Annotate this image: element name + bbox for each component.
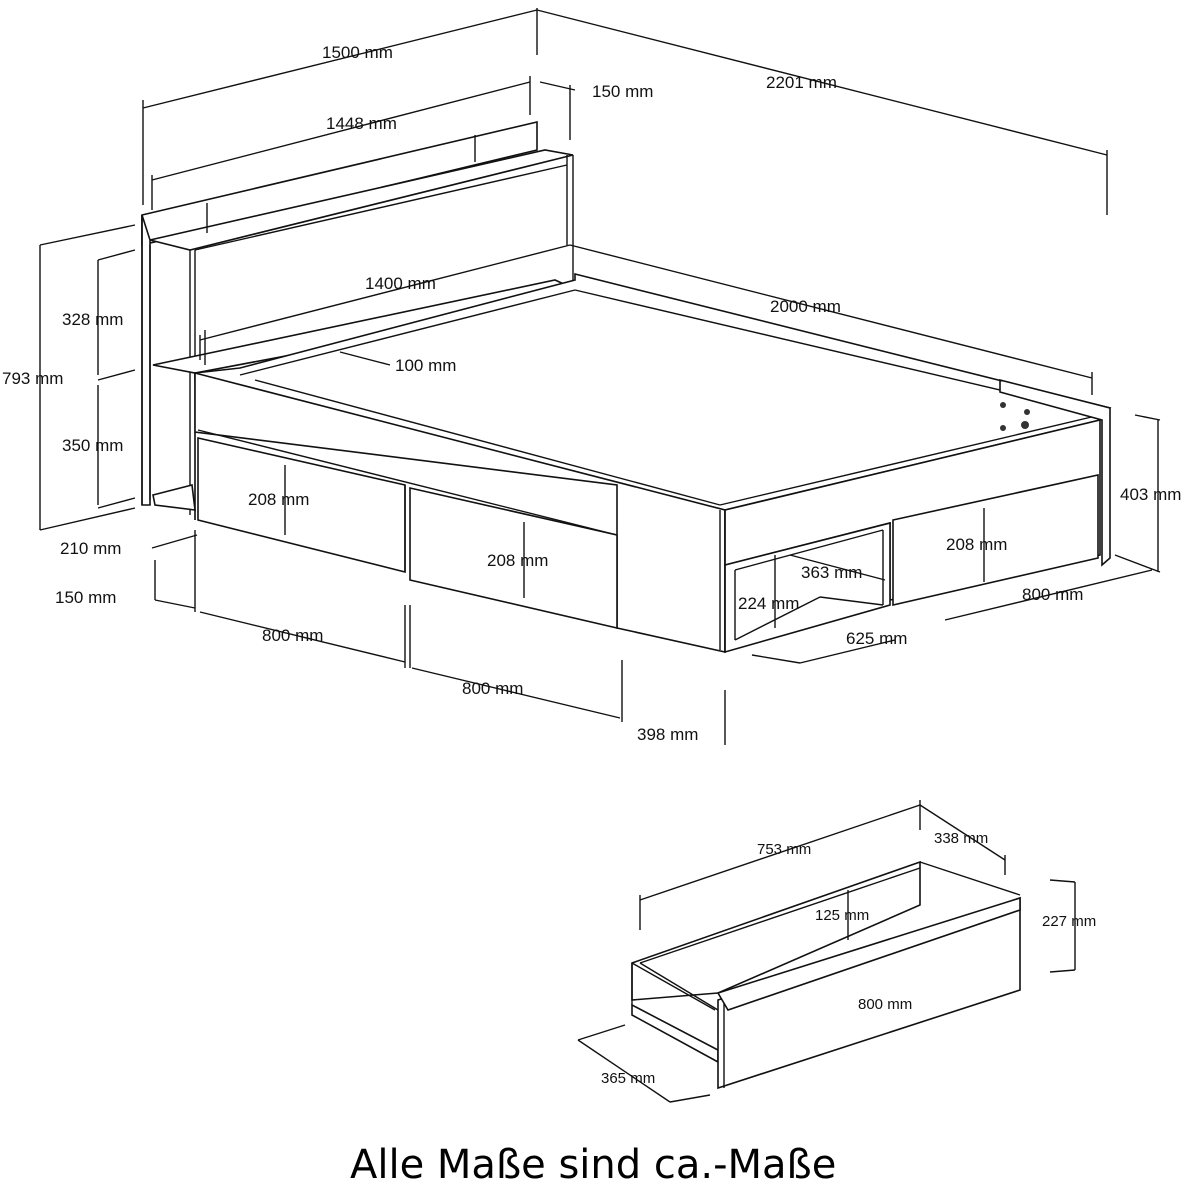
dim-inner-width: 1400 mm	[365, 274, 436, 293]
dim-drawer-height-side: 208 mm	[946, 535, 1007, 554]
headboard-bottom-shelf	[152, 483, 196, 511]
dim-total-height: 793 mm	[2, 369, 63, 388]
drawer-bottom-rail	[631, 1003, 719, 1064]
bed-illustration	[141, 120, 1112, 654]
dim-drawer-inner-height: 125 mm	[815, 907, 869, 924]
caption-approximate-dimensions: Alle Maße sind ca.-Maße	[350, 1142, 836, 1188]
drawer-dimension-labels: 753 mm 338 mm 125 mm 227 mm 800 mm 365 m…	[601, 830, 1096, 1087]
dim-upper-shelf-gap: 328 mm	[62, 310, 123, 329]
headboard-back-panel	[141, 120, 538, 247]
dim-side-offset: 210 mm	[60, 539, 121, 558]
dim-total-length: 2201 mm	[766, 73, 837, 92]
dim-overall-width: 1500 mm	[322, 43, 393, 62]
drawer-illustration	[631, 860, 1021, 1090]
dim-drawer-width-middle: 800 mm	[462, 679, 523, 698]
foot-drawer	[892, 474, 1099, 607]
dim-front-offset: 150 mm	[55, 588, 116, 607]
dim-drawer-width-side: 800 mm	[1022, 585, 1083, 604]
dim-headboard-width: 1448 mm	[326, 114, 397, 133]
drawer-dimension-lines	[577, 800, 1076, 1103]
dim-shelf-depth: 100 mm	[395, 356, 456, 375]
side-drawer-middle	[409, 486, 618, 630]
dim-open-compartment-height: 224 mm	[738, 594, 799, 613]
dim-end-panel-width: 398 mm	[637, 725, 698, 744]
bed-dimension-lines	[39, 8, 1161, 745]
headboard-left-post	[141, 214, 151, 506]
dim-drawer-front-width: 800 mm	[858, 996, 912, 1013]
dim-open-compartment-depth: 363 mm	[801, 563, 862, 582]
dim-inner-length: 2000 mm	[770, 297, 841, 316]
dim-drawer-height-front-middle: 208 mm	[487, 551, 548, 570]
dim-drawer-front-depth: 365 mm	[601, 1070, 655, 1087]
dim-drawer-side-width: 338 mm	[934, 830, 988, 847]
dim-drawer-total-height: 227 mm	[1042, 913, 1096, 930]
dim-headboard-depth: 150 mm	[592, 82, 653, 101]
dim-open-compartment-width: 625 mm	[846, 629, 907, 648]
dim-frame-height: 403 mm	[1120, 485, 1181, 504]
dim-drawer-width-left: 800 mm	[262, 626, 323, 645]
dim-drawer-height-front-left: 208 mm	[248, 490, 309, 509]
foot-rail	[999, 378, 1111, 567]
dim-lower-shelf-gap: 350 mm	[62, 436, 123, 455]
bed-dimension-labels: 1500 mm 2201 mm 1448 mm 150 mm 1400 mm 2…	[2, 43, 1181, 744]
dim-drawer-depth: 753 mm	[757, 841, 811, 858]
